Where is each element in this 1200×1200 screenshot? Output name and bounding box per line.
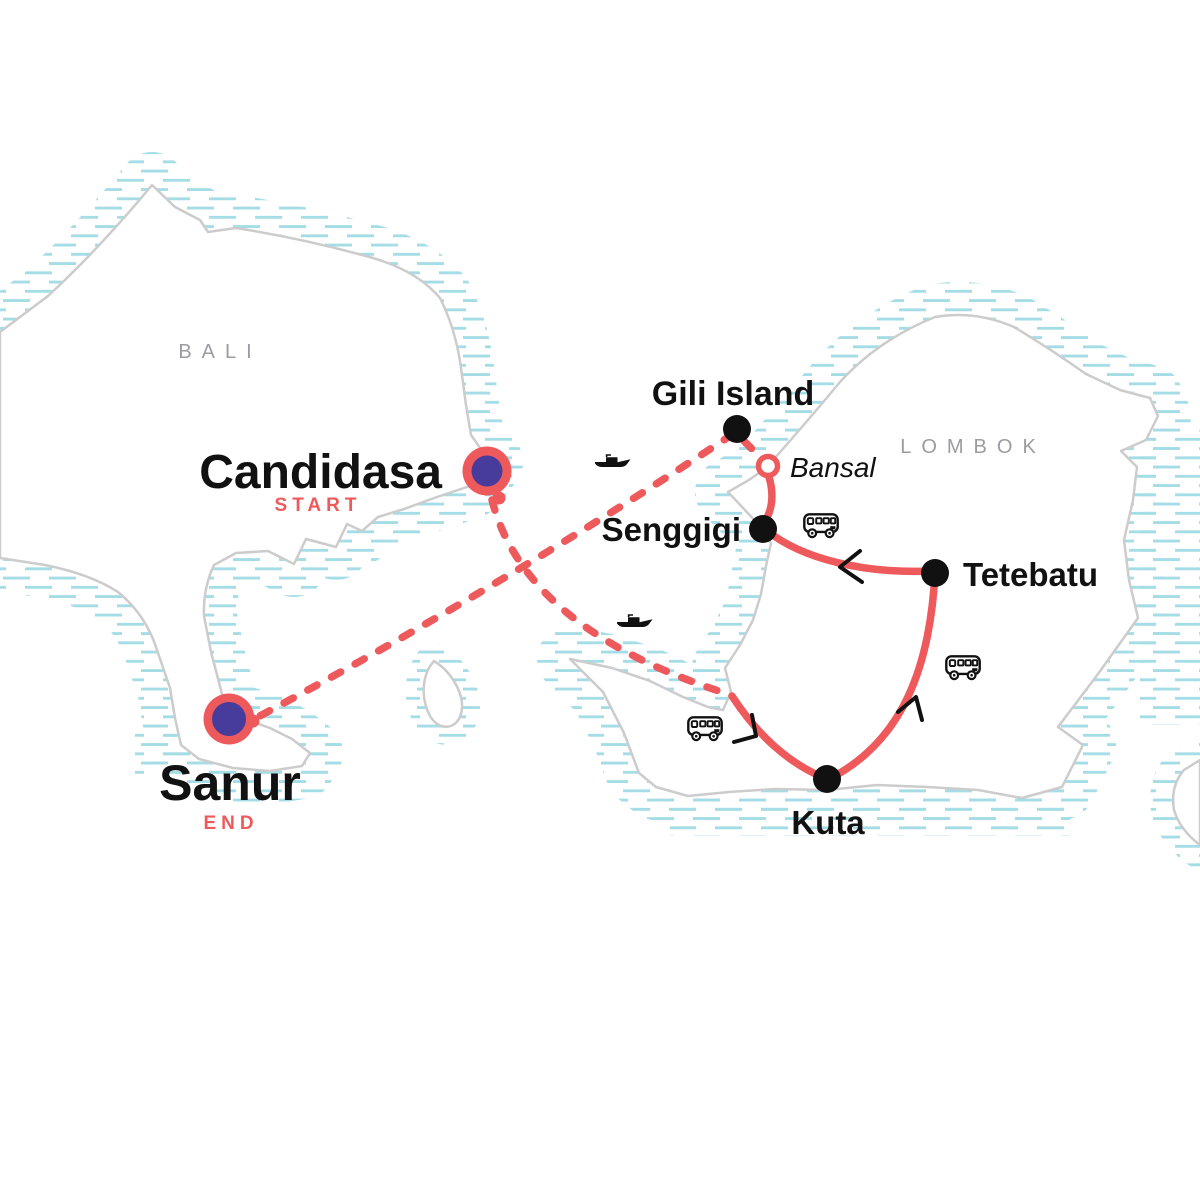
- lombok-island: [568, 313, 1160, 800]
- route-leg-kuta-to-tetebatu-bus: [825, 569, 939, 783]
- stop-dot-kuta: [813, 765, 841, 793]
- sumbawa-tip: [1171, 758, 1200, 847]
- boat-icon: [594, 454, 632, 468]
- small-islet: [422, 659, 464, 728]
- label-tetebatu: Tetebatu: [963, 556, 1098, 593]
- label-senggigi: Senggigi: [602, 511, 741, 548]
- route-leg-gili-island-to-sanur-boat: [252, 430, 737, 722]
- label-candidasa-start-tag: START: [275, 495, 362, 516]
- start-marker-candidasa: [462, 446, 512, 505]
- start-marker-core: [471, 455, 503, 487]
- stop-dot-tetebatu: [921, 559, 949, 587]
- waypoint-ring-bansal: [755, 453, 781, 479]
- region-label-bali: BALI: [178, 341, 261, 363]
- route-leg-bansal-to-gili-island-boat: [740, 437, 765, 462]
- direction-arrow: [896, 695, 924, 722]
- direction-arrow: [732, 713, 758, 744]
- boat-icon: [616, 614, 654, 628]
- label-gili-island: Gili Island: [652, 375, 814, 413]
- end-marker-core: [212, 702, 246, 736]
- route-leg-tetebatu-to-senggigi-bus: [762, 526, 936, 576]
- label-sanur-end-tag: END: [203, 813, 258, 834]
- end-marker-sanur: [203, 693, 260, 745]
- stop-markers: [723, 415, 949, 793]
- direction-arrows: [732, 549, 924, 744]
- city-labels: Candidasa START Sanur END Gili Island Ba…: [159, 375, 1098, 841]
- label-candidasa: Candidasa: [199, 446, 442, 499]
- label-bansal: Bansal: [790, 452, 876, 483]
- label-kuta: Kuta: [791, 804, 865, 841]
- stop-dot-gili-island: [723, 415, 751, 443]
- direction-arrow: [838, 549, 864, 584]
- region-label-lombok: LOMBOK: [900, 436, 1046, 458]
- route-leg-candidasa-to-lombok-coast-boat: [488, 496, 735, 699]
- islands: [0, 183, 1200, 847]
- label-sanur: Sanur: [159, 755, 301, 811]
- stop-dot-senggigi: [749, 515, 777, 543]
